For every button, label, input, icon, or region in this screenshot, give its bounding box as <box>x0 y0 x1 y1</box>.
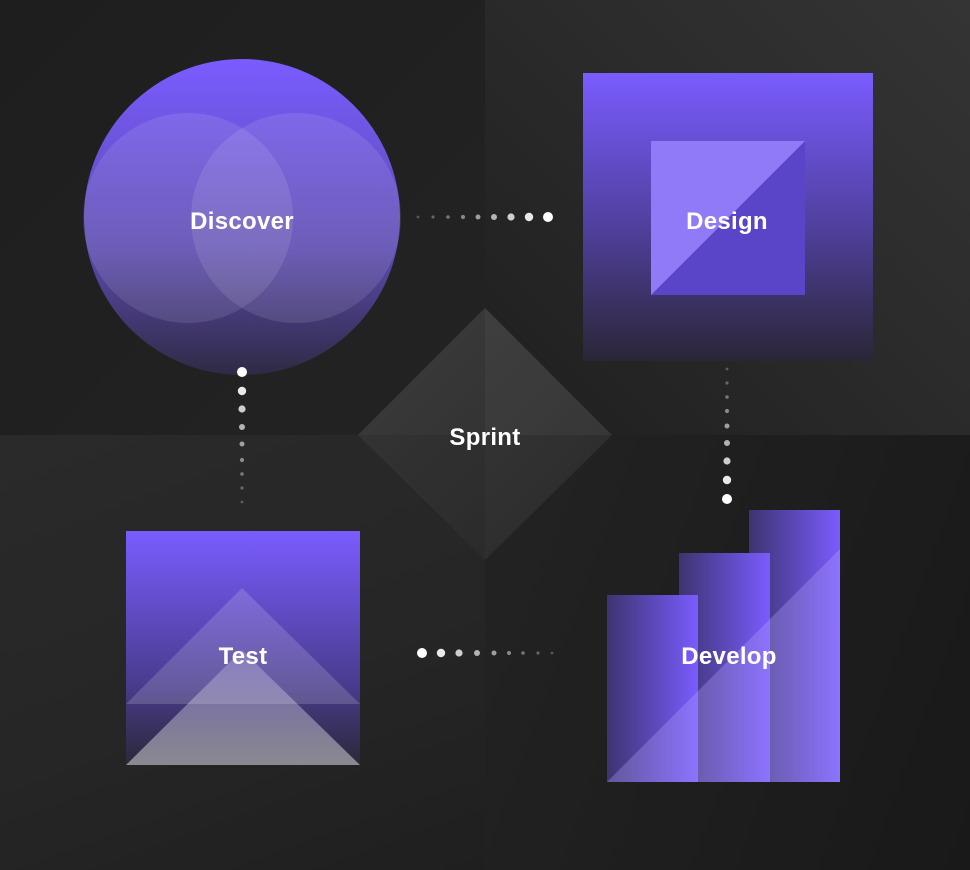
design-label: Design <box>686 208 768 235</box>
center-label: Sprint <box>449 424 520 451</box>
node-design: Design <box>583 73 873 361</box>
node-discover: Discover <box>83 59 401 375</box>
test-label: Test <box>219 643 268 670</box>
sprint-center: Sprint <box>358 308 612 560</box>
inner-square-highlight <box>651 141 805 295</box>
discover-label: Discover <box>190 208 294 235</box>
venn-right-circle <box>191 113 401 323</box>
connector-test-discover <box>237 367 247 504</box>
pyramid-lower <box>126 650 360 765</box>
venn-circle-icon <box>84 59 400 375</box>
venn-left-circle <box>83 113 293 323</box>
bar-front <box>607 595 698 782</box>
pyramid-upper <box>126 588 360 704</box>
diamond-icon <box>358 308 612 560</box>
diamond-facet <box>485 308 612 435</box>
node-develop: Develop <box>607 510 840 782</box>
bars-light-sweep <box>607 549 840 782</box>
connector-design-develop <box>722 367 732 504</box>
develop-label: Develop <box>681 643 776 670</box>
connector-develop-test <box>417 648 554 658</box>
connector-discover-design <box>416 212 553 222</box>
diamond-facet-shade <box>358 435 485 560</box>
node-test: Test <box>126 531 360 765</box>
